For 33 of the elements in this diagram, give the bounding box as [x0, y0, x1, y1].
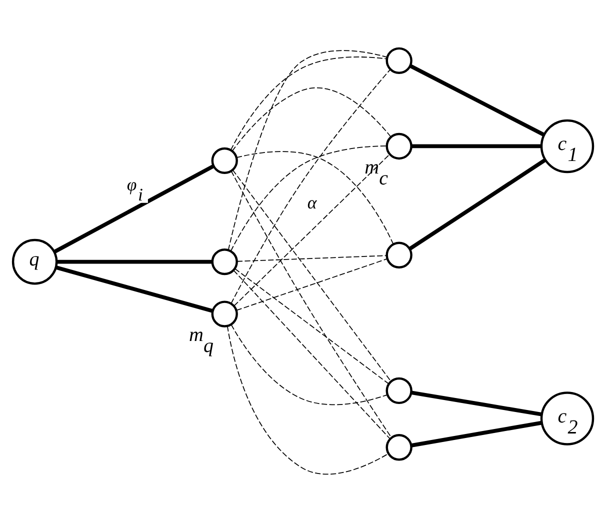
connector [226, 326, 389, 475]
connector [233, 270, 391, 440]
connector [230, 69, 391, 304]
connector [57, 260, 212, 264]
connector [234, 268, 390, 384]
connector [236, 255, 388, 262]
connector [236, 151, 394, 245]
connector [410, 64, 545, 136]
connector [230, 324, 388, 406]
connector [230, 146, 388, 252]
connector [232, 170, 392, 382]
connector [236, 258, 388, 311]
connector [232, 87, 392, 152]
node-circle [386, 242, 412, 268]
connector [412, 144, 542, 148]
connector [228, 50, 388, 251]
node-circle [211, 248, 238, 276]
node-circle [211, 300, 238, 328]
connector [54, 164, 214, 254]
node-circle [386, 377, 412, 404]
node-circle [386, 434, 412, 461]
node-circle: q [12, 238, 58, 285]
edge-label: α [307, 192, 317, 212]
node-circle [386, 47, 412, 74]
connector [409, 158, 546, 250]
connector [230, 170, 392, 438]
connector [234, 154, 390, 306]
connector [411, 420, 542, 448]
node-circle [386, 132, 412, 160]
node-circle [211, 147, 238, 174]
connector [56, 266, 214, 313]
connector [230, 56, 388, 150]
connector [411, 390, 542, 416]
